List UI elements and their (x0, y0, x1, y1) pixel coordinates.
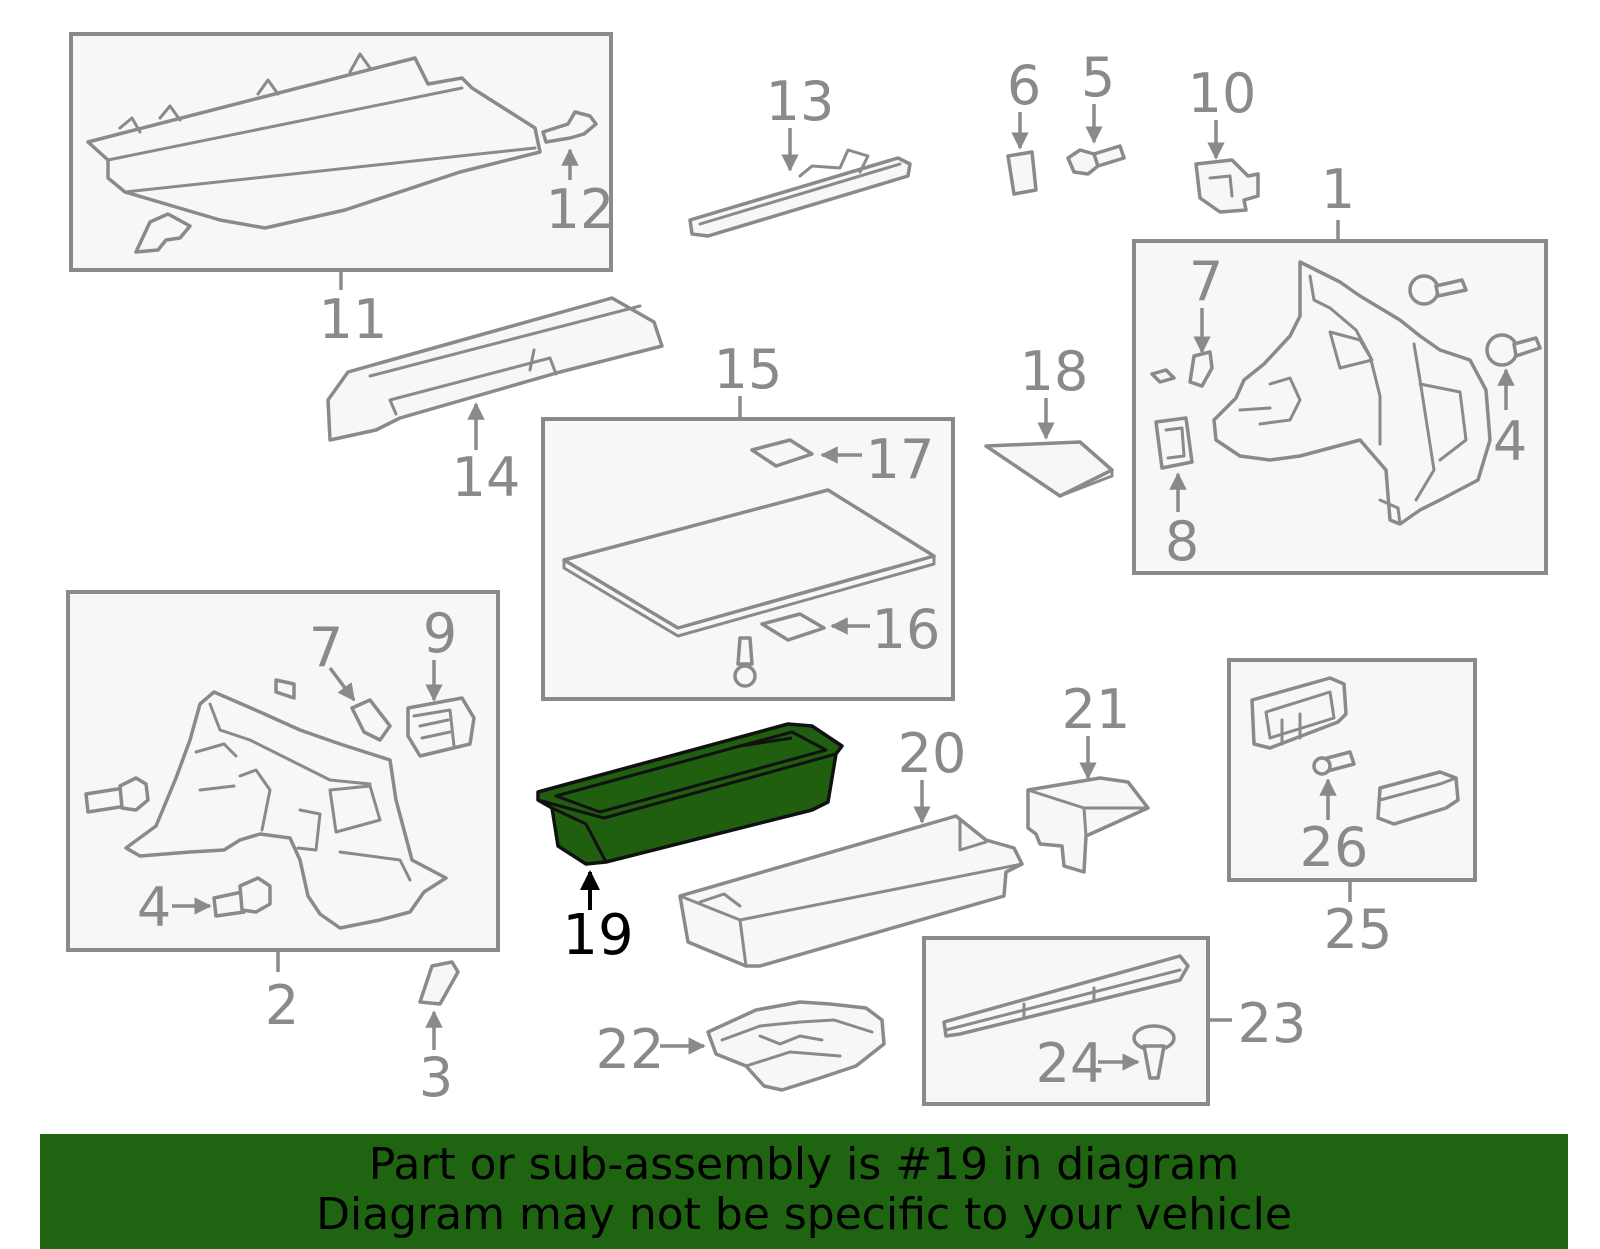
storage-tray-part-19[interactable] (536, 722, 844, 866)
callout-7-right[interactable]: 7 (1189, 250, 1223, 313)
bolt-part-2-top[interactable] (84, 776, 150, 814)
callout-8[interactable]: 8 (1165, 510, 1199, 573)
group-box-15: 17 16 (541, 417, 955, 701)
banner-line-2: Diagram may not be specific to your vehi… (316, 1189, 1292, 1240)
callout-21[interactable]: 21 (1062, 678, 1131, 741)
screw-part-4-right-b[interactable] (1485, 333, 1542, 367)
group-box-1: 7 4 8 (1132, 239, 1548, 575)
callout-10[interactable]: 10 (1188, 62, 1257, 125)
tray-part-20[interactable] (678, 814, 1024, 968)
bolt-part-5[interactable] (1066, 144, 1126, 176)
clip-part-7-left[interactable] (350, 698, 392, 742)
cap-part-16[interactable] (760, 612, 826, 642)
info-banner: Part or sub-assembly is #19 in diagram D… (40, 1134, 1568, 1249)
handle-part-25[interactable] (1250, 676, 1348, 750)
banner-line-1: Part or sub-assembly is #19 in diagram (368, 1139, 1240, 1190)
callout-17[interactable]: 17 (866, 428, 935, 491)
vent-part-9[interactable] (406, 696, 476, 758)
bracket-part-21[interactable] (1026, 776, 1150, 874)
callout-22[interactable]: 22 (596, 1018, 665, 1081)
tonneau-cover-part[interactable] (86, 52, 542, 254)
clip-part-7-right[interactable] (1188, 350, 1214, 388)
screw-part-4-right-a[interactable] (1408, 274, 1468, 306)
callout-11[interactable]: 11 (319, 288, 388, 351)
callout-19[interactable]: 19 (562, 903, 633, 968)
callout-4-left[interactable]: 4 (137, 876, 171, 939)
screw-part-4-left[interactable] (212, 876, 272, 918)
cover-part-18[interactable] (984, 440, 1114, 498)
callout-5[interactable]: 5 (1081, 46, 1115, 109)
callout-18[interactable]: 18 (1020, 340, 1089, 403)
callout-25[interactable]: 25 (1324, 898, 1393, 961)
callout-2[interactable]: 2 (265, 974, 299, 1037)
quarter-trim-part-1[interactable] (1212, 260, 1492, 526)
foam-tray-part-22[interactable] (706, 1000, 886, 1092)
group-box-11: 12 (69, 32, 615, 272)
group-box-25: 26 (1227, 658, 1477, 882)
sill-plate-part-23[interactable] (942, 954, 1190, 1038)
callout-13[interactable]: 13 (766, 70, 835, 133)
bracket-part-8[interactable] (1154, 416, 1194, 470)
callout-23[interactable]: 23 (1238, 992, 1307, 1055)
callout-1[interactable]: 1 (1321, 158, 1355, 221)
bracket-part-10[interactable] (1194, 158, 1260, 214)
clip-part-12[interactable] (541, 110, 598, 144)
callout-14[interactable]: 14 (452, 446, 521, 509)
callout-26[interactable]: 26 (1300, 816, 1369, 879)
callout-3[interactable]: 3 (419, 1046, 453, 1109)
callout-7-left[interactable]: 7 (309, 616, 343, 679)
clip-part-6[interactable] (1006, 150, 1038, 196)
screw-part-15[interactable] (733, 636, 757, 688)
callout-20[interactable]: 20 (898, 722, 967, 785)
group-box-2: 7 9 4 (66, 590, 500, 952)
cover-part-25[interactable] (1376, 770, 1460, 826)
callout-16[interactable]: 16 (872, 598, 941, 661)
trim-panel-part-14[interactable] (326, 296, 664, 442)
trim-part-13[interactable] (688, 148, 912, 238)
clip-part-26[interactable] (1312, 750, 1356, 776)
callout-6[interactable]: 6 (1007, 54, 1041, 117)
callout-24[interactable]: 24 (1036, 1032, 1105, 1095)
clip-part-24[interactable] (1132, 1024, 1176, 1080)
floor-board-part[interactable] (562, 488, 936, 638)
clip-part-3[interactable] (418, 960, 460, 1006)
quarter-trim-part-2[interactable] (124, 690, 448, 930)
callout-9[interactable]: 9 (423, 602, 457, 665)
callout-4-right[interactable]: 4 (1493, 410, 1527, 473)
cap-part-17[interactable] (750, 438, 814, 468)
callout-15[interactable]: 15 (714, 338, 783, 401)
group-box-23: 24 (922, 936, 1210, 1106)
callout-12[interactable]: 12 (546, 178, 615, 241)
